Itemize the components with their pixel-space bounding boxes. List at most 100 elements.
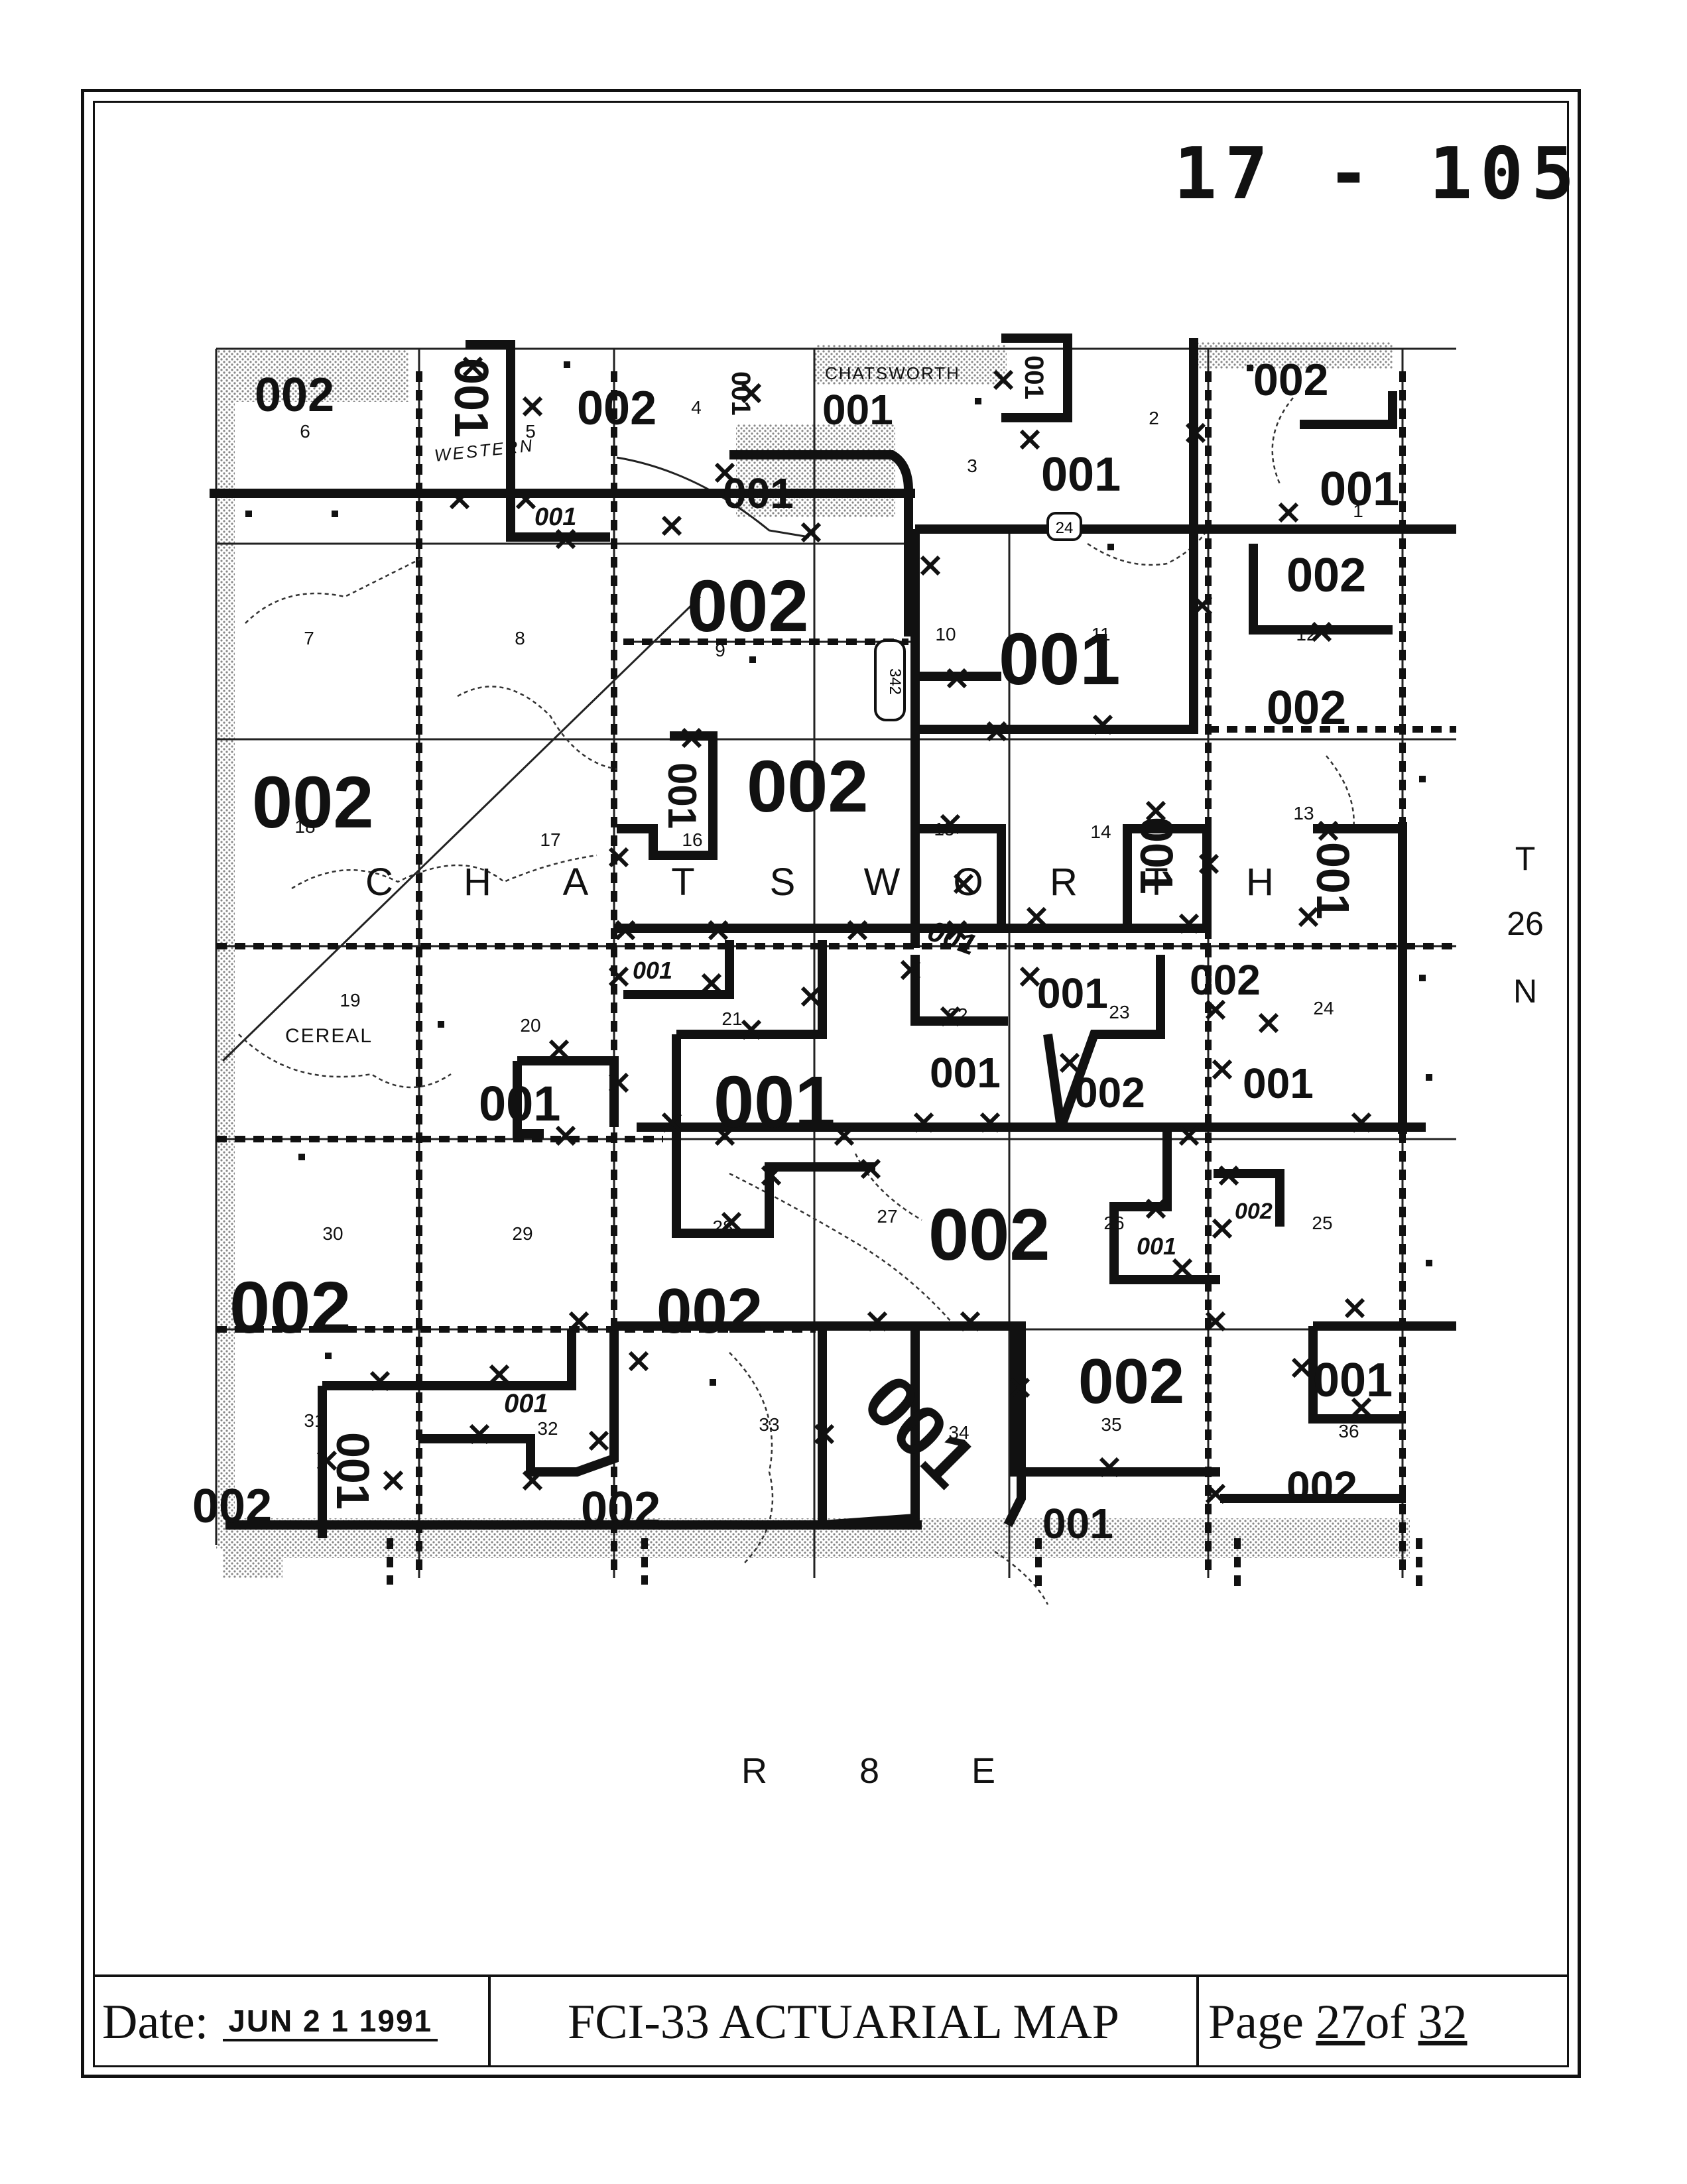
svg-text:001: 001 [924,914,981,961]
svg-text:2: 2 [1149,408,1159,428]
svg-text:10: 10 [935,624,956,644]
page-total: 32 [1418,1994,1468,2049]
svg-text:001: 001 [479,1076,560,1131]
svg-text:001: 001 [1243,1060,1314,1107]
svg-text:001: 001 [726,371,755,416]
date-label: Date: [102,1994,209,2049]
svg-text:32: 32 [537,1418,558,1439]
map-title: FCI-33 ACTUARIAL MAP [568,1994,1119,2049]
svg-text:001: 001 [327,1432,379,1510]
svg-text:002: 002 [252,762,374,843]
svg-text:6: 6 [300,421,310,442]
place-labels: CHATSWORTH WESTERN CEREAL [285,363,960,1047]
svg-text:7: 7 [304,628,314,648]
svg-text:001: 001 [1041,448,1121,501]
page-current: 27 [1316,1994,1365,2049]
svg-text:002: 002 [1078,1346,1184,1417]
svg-text:CHATSWORTH: CHATSWORTH [825,363,960,383]
svg-text:001: 001 [714,1062,836,1143]
svg-text:001: 001 [1320,463,1399,516]
svg-text:001: 001 [1131,817,1182,894]
svg-text:002: 002 [928,1194,1050,1276]
svg-text:001: 001 [1307,842,1359,920]
svg-text:001: 001 [930,1049,1001,1097]
outer-border [81,89,1581,2078]
svg-text:21: 21 [721,1008,742,1029]
svg-text:002: 002 [1235,1199,1273,1224]
section-numbers: 6 5 4 3 2 1 7 8 9 10 11 12 18 17 16 15 1… [294,397,1363,1443]
map-id-label: 17 - 105 [1174,133,1583,215]
svg-text:001: 001 [1042,1500,1113,1547]
footer-date-cell: Date: JUN 2 1 1991 [93,1977,491,2067]
svg-text:T: T [1145,861,1168,904]
svg-text:33: 33 [759,1414,779,1435]
svg-text:001: 001 [999,619,1121,700]
svg-text:001: 001 [534,503,576,531]
svg-text:002: 002 [1267,682,1346,735]
zone-labels: 002 002 001 001 002 001 001 002 001 002 … [192,355,1399,1547]
boundary-x-marks [316,356,1372,1504]
railroad-line [221,456,810,1062]
svg-text:12: 12 [1296,624,1316,644]
svg-text:3: 3 [967,455,977,476]
svg-text:342: 342 [886,668,904,695]
svg-text:34: 34 [948,1422,969,1443]
svg-text:16: 16 [682,829,702,850]
svg-text:002: 002 [1190,956,1261,1004]
svg-text:002: 002 [577,382,656,435]
svg-text:27: 27 [877,1206,897,1227]
svg-text:25: 25 [1312,1213,1332,1233]
svg-text:T: T [1515,840,1536,877]
svg-text:C: C [365,861,393,904]
svg-text:002: 002 [687,566,809,647]
svg-text:5: 5 [525,421,536,442]
svg-text:24: 24 [1056,519,1074,537]
svg-text:17: 17 [540,829,560,850]
svg-text:001: 001 [504,1389,548,1418]
svg-text:29: 29 [512,1223,532,1244]
page-label: Page [1208,1994,1304,2049]
creeks [238,397,1355,1605]
svg-text:002: 002 [192,1480,272,1533]
svg-text:CEREAL: CEREAL [285,1025,373,1047]
svg-text:W: W [864,861,901,904]
svg-text:002: 002 [229,1267,351,1349]
svg-text:001: 001 [822,386,893,434]
svg-text:001: 001 [633,957,672,984]
svg-text:H: H [1246,861,1274,904]
svg-text:13: 13 [1293,803,1314,823]
svg-text:002: 002 [1286,1463,1357,1510]
svg-text:S: S [770,861,796,904]
svg-text:9: 9 [715,640,725,660]
svg-text:001: 001 [723,469,794,517]
svg-text:002: 002 [747,746,869,827]
svg-text:H: H [464,861,491,904]
svg-text:20: 20 [520,1015,540,1036]
svg-text:26: 26 [1103,1213,1124,1233]
svg-text:31: 31 [304,1410,324,1431]
svg-text:8: 8 [515,628,525,648]
svg-text:001: 001 [1019,355,1048,400]
svg-text:N: N [1513,973,1537,1010]
inner-border [93,101,1569,2067]
svg-text:18: 18 [294,816,315,837]
date-value: JUN 2 1 1991 [223,2003,438,2041]
svg-text:002: 002 [1253,355,1328,405]
svg-text:002: 002 [656,1276,763,1347]
page-of: of [1365,1994,1406,2049]
svg-text:002: 002 [581,1483,660,1536]
svg-text:28: 28 [712,1217,733,1237]
footer-bar: Date: JUN 2 1 1991 FCI-33 ACTUARIAL MAP … [93,1974,1569,2067]
svg-text:19: 19 [340,990,360,1010]
zone-boundaries [210,334,1456,1538]
svg-text:24: 24 [1313,998,1334,1018]
svg-text:11: 11 [1091,624,1110,644]
svg-text:36: 36 [1338,1421,1359,1441]
svg-text:14: 14 [1090,821,1111,842]
svg-text:35: 35 [1101,1414,1121,1435]
dashed-roads [216,371,1456,1578]
svg-text:22: 22 [947,1004,968,1025]
south-road-ticks [387,1538,1422,1591]
